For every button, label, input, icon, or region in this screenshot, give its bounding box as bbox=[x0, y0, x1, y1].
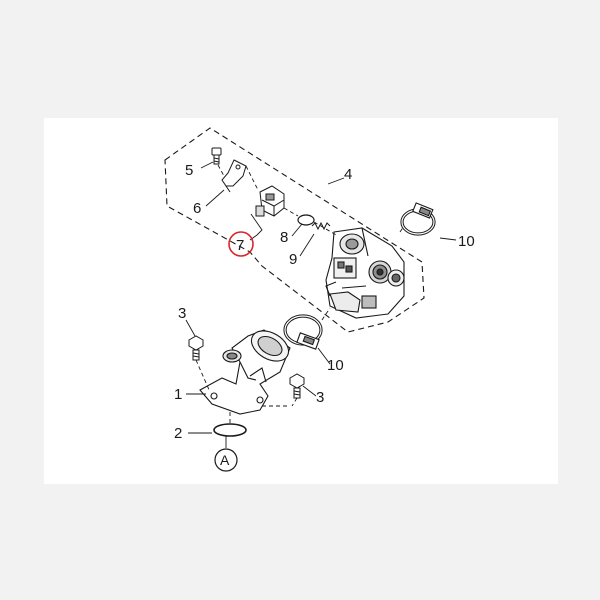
part-10-clamp-upper bbox=[400, 202, 436, 236]
callout-8: 8 bbox=[280, 229, 288, 246]
part-3-bolt-right bbox=[289, 373, 305, 399]
callout-a-ring bbox=[214, 448, 238, 472]
callout-7: 7 bbox=[236, 237, 244, 254]
callout-10-lower: 10 bbox=[327, 357, 344, 374]
part-1-intake-manifold bbox=[199, 329, 291, 415]
callout-a: A bbox=[220, 452, 230, 468]
part-5-bolt bbox=[211, 147, 222, 165]
assembly-boundary bbox=[164, 127, 425, 333]
callout-3-left: 3 bbox=[178, 305, 186, 322]
dashed-alignment-lines bbox=[195, 164, 405, 424]
callout-9: 9 bbox=[289, 251, 297, 268]
diagram-panel bbox=[44, 118, 558, 484]
callout-3-right: 3 bbox=[316, 389, 324, 406]
callout-2: 2 bbox=[174, 425, 182, 442]
callout-7-highlight-ring bbox=[228, 231, 254, 257]
part-10-clamp-lower bbox=[283, 314, 323, 350]
throttle-body bbox=[325, 227, 405, 319]
callout-4: 4 bbox=[344, 166, 352, 183]
callout-1: 1 bbox=[174, 386, 182, 403]
callout-6: 6 bbox=[193, 200, 201, 217]
callout-10-upper: 10 bbox=[458, 233, 475, 250]
part-8-oring bbox=[297, 214, 315, 226]
part-7-sensor bbox=[255, 185, 285, 217]
part-3-bolt-left bbox=[188, 335, 204, 361]
part-2-oring bbox=[213, 423, 247, 437]
part-6-bracket bbox=[221, 159, 247, 193]
callout-5: 5 bbox=[185, 162, 193, 179]
leader-lines bbox=[185, 161, 457, 448]
